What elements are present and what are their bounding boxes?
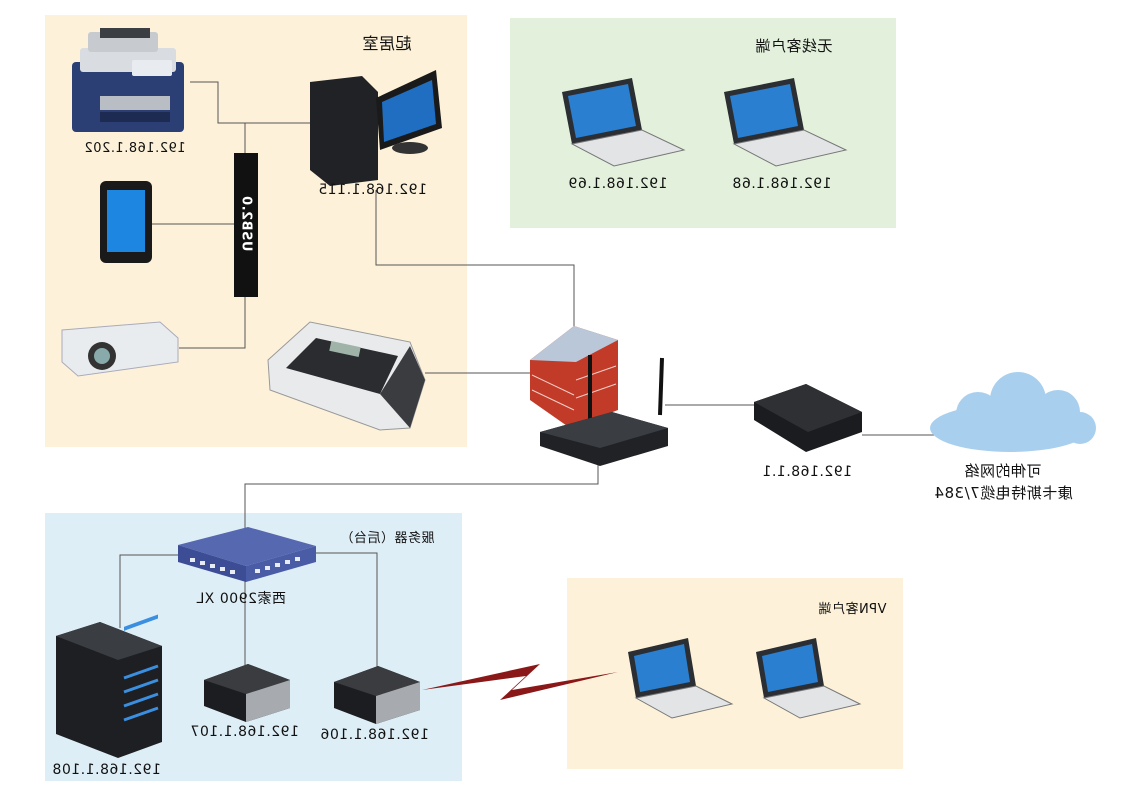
printer-ip: 192.168.1.202	[84, 141, 186, 156]
lightning-icon	[422, 664, 618, 700]
router-icon	[540, 355, 668, 466]
laptop-icon	[756, 638, 862, 719]
zone-title-vpn: VPN客户端	[818, 602, 887, 617]
connection-lines	[119, 81, 940, 667]
zone-title-living-room: 起居室	[362, 34, 412, 53]
desktop-ip: 192.168.1.115	[318, 182, 427, 198]
server-106-ip: 192.168.1.106	[320, 727, 429, 743]
laptop-icon	[724, 78, 848, 167]
laptop-icon	[562, 78, 686, 167]
projector-icon	[61, 321, 179, 377]
tablet-icon	[100, 181, 152, 263]
internet-line2: 康卡斯特电缆7/384	[934, 484, 1073, 502]
printer-icon	[72, 28, 184, 132]
modem-ip: 192.168.1.1	[762, 464, 853, 480]
laptop-68-ip: 192.168.1.68	[732, 176, 832, 192]
laptop-icon	[628, 638, 734, 719]
switch-icon	[178, 527, 316, 582]
zone-vpn	[567, 578, 903, 769]
modem-icon	[754, 384, 862, 452]
switch-label: 西索2900 XL	[196, 591, 286, 607]
server-box-icon	[334, 666, 420, 724]
cloud-icon	[930, 372, 1096, 452]
server-108-ip: 192.168.1.108	[52, 762, 161, 778]
desktop-icon	[310, 70, 442, 186]
firewall-icon	[530, 326, 618, 428]
tower-server-icon	[56, 614, 162, 758]
server-107-ip: 192.168.1.107	[190, 724, 299, 740]
usb-hub-label: USB2.0	[238, 195, 254, 252]
zone-title-wireless: 无线客户端	[755, 37, 833, 55]
laptop-69-ip: 192.168.1.69	[568, 176, 668, 192]
fax-icon	[267, 321, 426, 431]
zone-title-server: 服务器（后台）	[340, 531, 435, 546]
internet-line1: 可伸的网络	[964, 462, 1042, 480]
usb-hub-icon	[234, 153, 258, 297]
server-box-icon	[204, 664, 290, 722]
